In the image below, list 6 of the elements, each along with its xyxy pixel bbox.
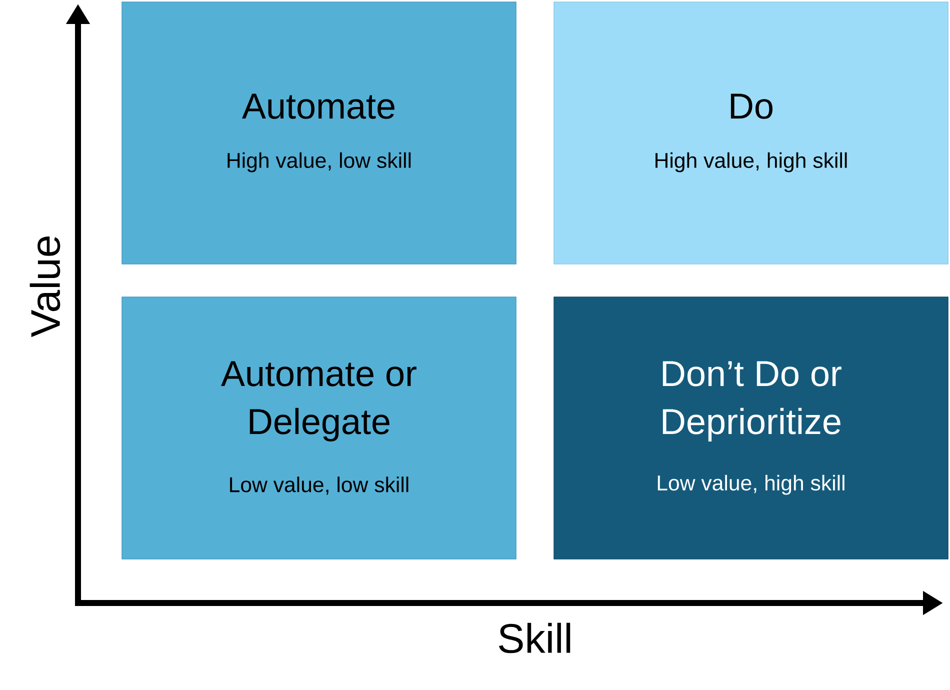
quadrant-box: Automate High value, low skill: [122, 2, 516, 264]
quadrant-box: Don’t Do or Deprioritize Low value, high skill: [554, 296, 948, 560]
quadrant-box: Do High value, high skill: [554, 2, 948, 264]
axis-label: Skill: [499, 622, 570, 654]
quadrant-box: Automate or Delegate Low value, low skill: [122, 296, 516, 560]
axis-label: Value: [30, 236, 60, 338]
